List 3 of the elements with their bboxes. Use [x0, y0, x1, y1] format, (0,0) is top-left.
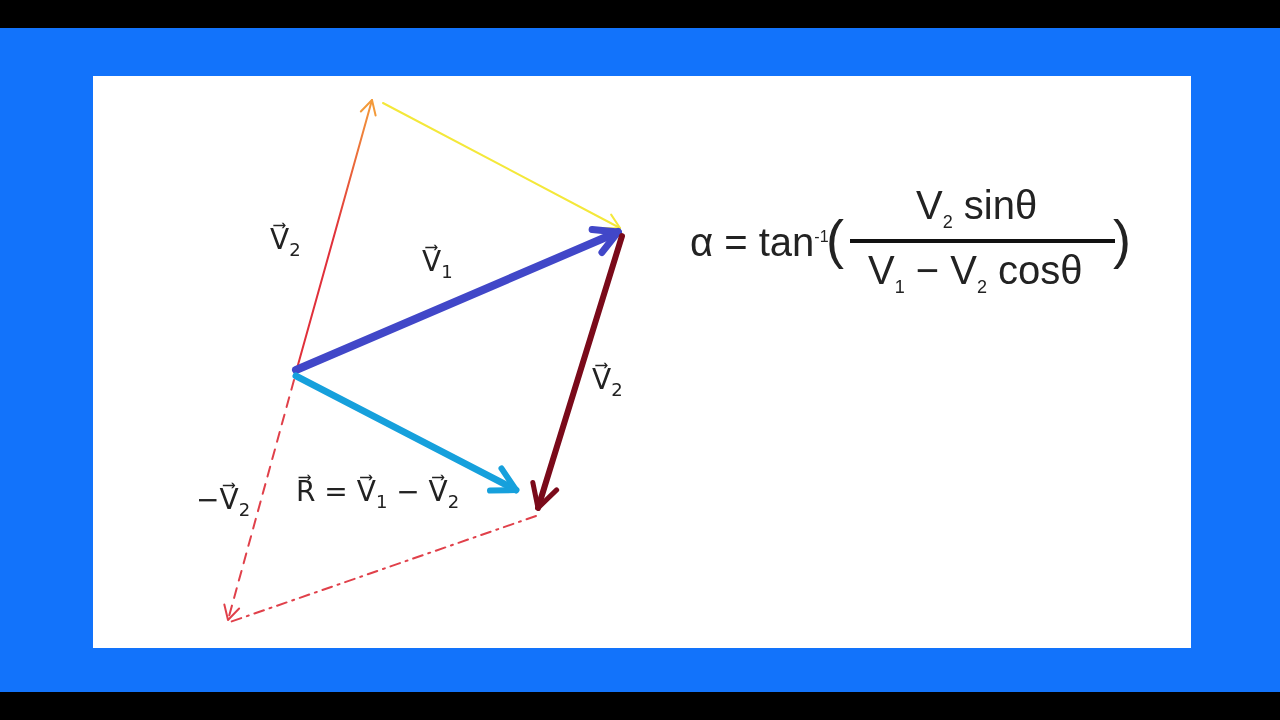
formula-text: V$_{2}$ sinθ	[916, 185, 1038, 231]
formula-text: V$_{1}$ − V$_{2}$ cosθ	[868, 250, 1083, 296]
formula-text: α = tan$^{-1}$	[690, 222, 829, 262]
